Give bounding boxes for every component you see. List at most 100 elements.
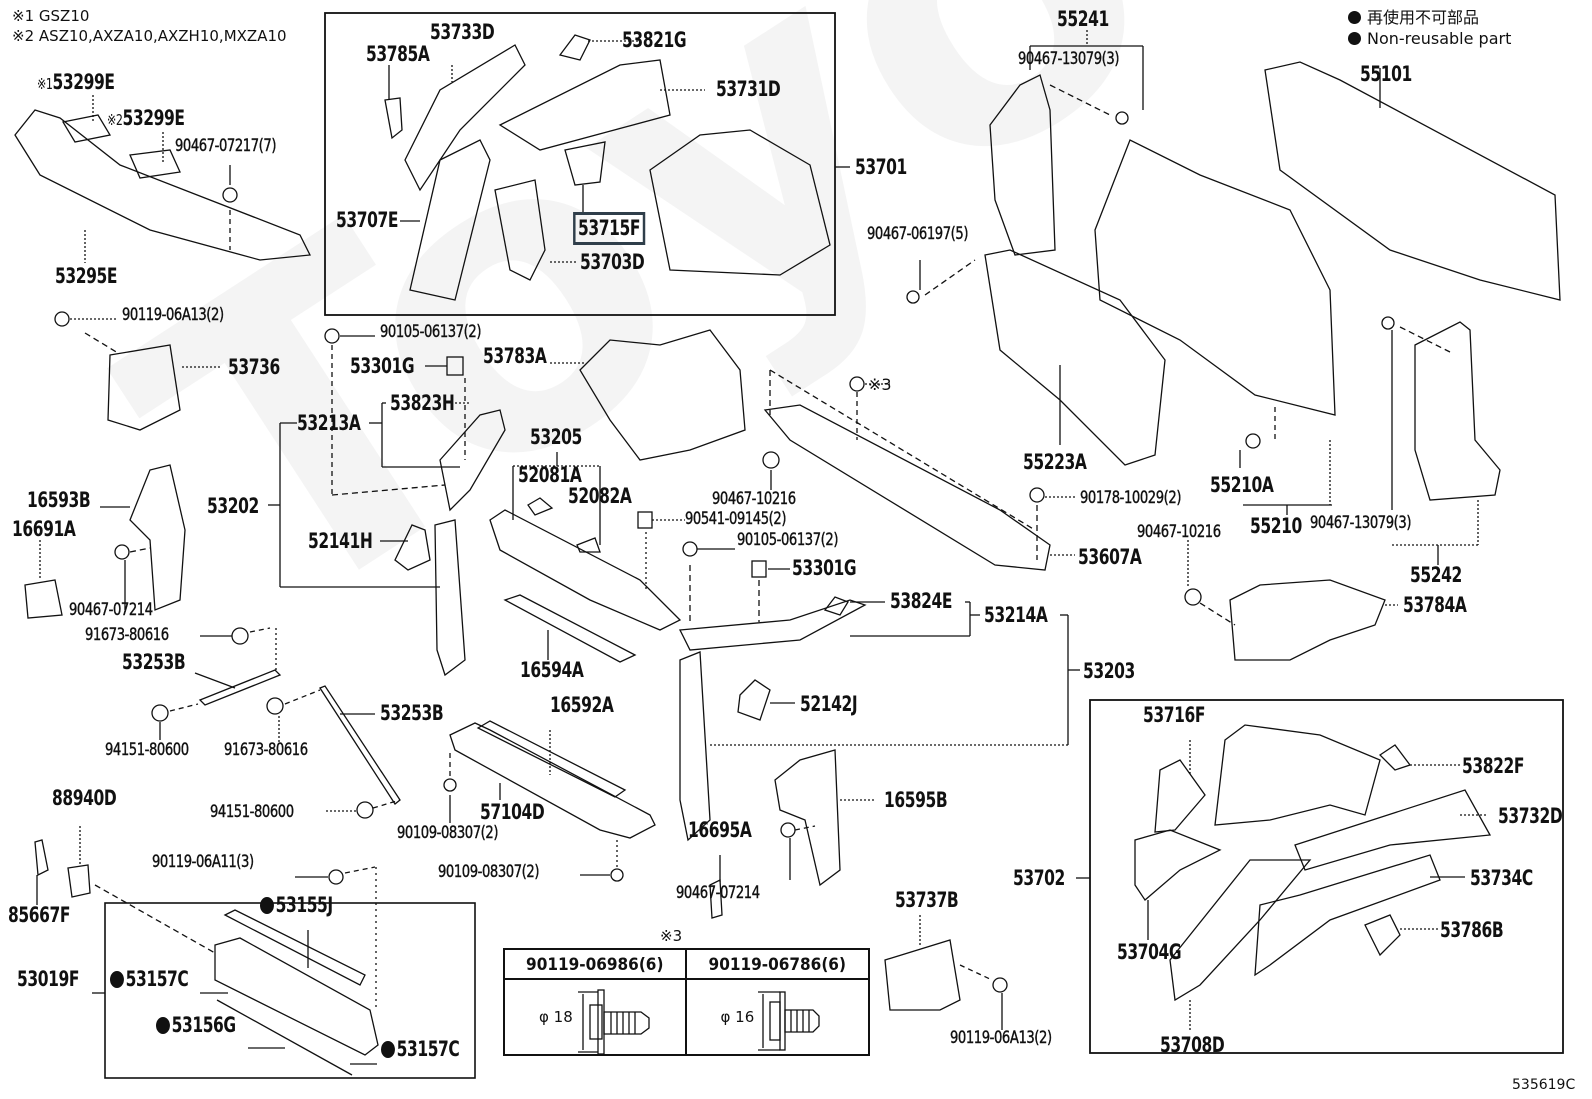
part-label-53702[interactable]: 53702 [1013, 866, 1065, 890]
part-label-53253B-a[interactable]: 53253B [122, 650, 186, 674]
part-label-94151-80600-a[interactable]: 94151-80600 [105, 740, 189, 760]
part-label-16593B[interactable]: 16593B [27, 488, 91, 512]
part-label-52081A[interactable]: 52081A [518, 463, 582, 487]
part-label-53157C-b[interactable]: 53157C [381, 1037, 460, 1061]
part-label-53783A[interactable]: 53783A [483, 344, 547, 368]
part-label-53253B-b[interactable]: 53253B [380, 701, 444, 725]
part-52081A-shape [527, 497, 554, 516]
part-label-90467-13079-right[interactable]: 90467-13079(3) [1310, 513, 1412, 533]
part-label-53731D[interactable]: 53731D [716, 77, 781, 101]
part-label-90541-09145[interactable]: 90541-09145(2) [685, 509, 787, 529]
part-label-94151-80600-b[interactable]: 94151-80600 [210, 802, 294, 822]
part-label-91673-80616-a[interactable]: 91673-80616 [85, 625, 169, 645]
part-label-90109-08307-b[interactable]: 90109-08307(2) [438, 862, 540, 882]
part-label-53733D[interactable]: 53733D [430, 20, 495, 44]
part-label-90105-06137-mid[interactable]: 90105-06137(2) [737, 530, 839, 550]
part-label-90119-06A11[interactable]: 90119-06A11(3) [152, 852, 254, 872]
part-label-53824E[interactable]: 53824E [890, 589, 953, 613]
part-label-53707E[interactable]: 53707E [336, 208, 399, 232]
part-label-53299E-2[interactable]: ※253299E [107, 108, 185, 129]
part-label-53157C-a[interactable]: 53157C [110, 967, 189, 991]
part-label-55210[interactable]: 55210 [1250, 514, 1302, 538]
part-55223A-shape [984, 249, 1166, 466]
part-label-90467-06197[interactable]: 90467-06197(5) [867, 224, 969, 244]
part-label-16695A[interactable]: 16695A [688, 818, 752, 842]
part-label-53607A[interactable]: 53607A [1078, 545, 1142, 569]
part-label-55242[interactable]: 55242 [1410, 563, 1462, 587]
part-label-53785A[interactable]: 53785A [366, 42, 430, 66]
part-label-90178-10029[interactable]: 90178-10029(2) [1080, 488, 1182, 508]
part-label-55210A[interactable]: 55210A [1210, 473, 1274, 497]
part-label-53786B[interactable]: 53786B [1440, 918, 1504, 942]
part-label-53019F[interactable]: 53019F [17, 967, 80, 991]
part-label-53704G[interactable]: 53704G [1117, 940, 1182, 964]
part-label-52082A[interactable]: 52082A [568, 484, 632, 508]
part-label-90105-06137-top[interactable]: 90105-06137(2) [380, 322, 482, 342]
part-16594A-shape [503, 594, 637, 663]
part-label-57104D[interactable]: 57104D [480, 800, 545, 824]
part-label-90467-10216-right[interactable]: 90467-10216 [1137, 522, 1221, 542]
fastener-part-number[interactable]: 90119-06986(6) [505, 950, 687, 980]
part-label-16595B[interactable]: 16595B [884, 788, 948, 812]
fastener-part-number[interactable]: 90119-06786(6) [686, 950, 868, 980]
part-label-55223A[interactable]: 55223A [1023, 450, 1087, 474]
part-label-53156G[interactable]: 53156G [156, 1015, 236, 1036]
fastener-cell-16: φ 16 [687, 980, 869, 1054]
part-label-53784A[interactable]: 53784A [1403, 593, 1467, 617]
part-number: 53157C [396, 1037, 460, 1061]
part-label-53155J[interactable]: 53155J [260, 895, 333, 916]
part-label-53295E[interactable]: 53295E [55, 264, 118, 288]
part-label-91673-80616-b[interactable]: 91673-80616 [224, 740, 308, 760]
part-label-53701[interactable]: 53701 [855, 155, 907, 179]
part-label-53732D[interactable]: 53732D [1498, 804, 1563, 828]
part-label-53716F[interactable]: 53716F [1143, 703, 1206, 727]
non-reusable-dot-icon [1348, 11, 1361, 24]
part-53731D-shape [498, 59, 671, 151]
part-label-53734C[interactable]: 53734C [1470, 866, 1533, 890]
part-label-52142J[interactable]: 52142J [800, 692, 858, 716]
part-label-90119-06A13-bottom[interactable]: 90119-06A13(2) [950, 1028, 1052, 1048]
part-label-90109-08307-a[interactable]: 90109-08307(2) [397, 823, 499, 843]
part-53715F-shape [564, 141, 606, 186]
part-label-55101[interactable]: 55101 [1360, 62, 1412, 86]
part-label-90119-06A13-top[interactable]: 90119-06A13(2) [122, 305, 224, 325]
part-label-90467-07214-left[interactable]: 90467-07214 [69, 600, 153, 620]
non-reusable-dot-icon [260, 897, 274, 914]
part-label-53703D[interactable]: 53703D [580, 250, 645, 274]
part-53214A-shape [678, 599, 867, 651]
part-label-53299E-1[interactable]: ※153299E [37, 72, 115, 93]
part-label-53301G-top[interactable]: 53301G [350, 354, 415, 378]
part-label-88940D[interactable]: 88940D [52, 786, 117, 810]
part-53704G-shape [1134, 829, 1222, 901]
part-label-53715F-highlighted[interactable]: 53715F [573, 212, 645, 245]
part-label-53203[interactable]: 53203 [1083, 659, 1135, 683]
part-label-53213A[interactable]: 53213A [297, 411, 361, 435]
part-label-90467-07214-mid[interactable]: 90467-07214 [676, 883, 760, 903]
part-label-53708D[interactable]: 53708D [1160, 1033, 1225, 1057]
part-55101-shape [1264, 61, 1561, 301]
part-label-90467-13079-top[interactable]: 90467-13079(3) [1018, 49, 1120, 69]
part-label-53301G-mid[interactable]: 53301G [792, 556, 857, 580]
part-label-53202[interactable]: 53202 [207, 494, 259, 518]
part-label-90467-10216-mid[interactable]: 90467-10216 [712, 489, 796, 509]
part-number: 53157C [125, 967, 189, 991]
part-label-53821G[interactable]: 53821G [622, 28, 687, 52]
part-label-53205[interactable]: 53205 [530, 425, 582, 449]
part-55210-shape [1094, 139, 1336, 416]
part-label-53214A[interactable]: 53214A [984, 603, 1048, 627]
part-53253B-a-shape [198, 669, 282, 706]
part-label-53822F[interactable]: 53822F [1462, 754, 1525, 778]
part-label-85667F[interactable]: 85667F [8, 903, 71, 927]
part-label-52141H[interactable]: 52141H [308, 529, 373, 553]
part-53822F-shape [1378, 744, 1412, 771]
part-label-16691A[interactable]: 16691A [12, 517, 76, 541]
part-label-53737B[interactable]: 53737B [895, 888, 959, 912]
part-label-55241[interactable]: 55241 [1057, 7, 1109, 31]
part-label-16594A[interactable]: 16594A [520, 658, 584, 682]
part-label-90467-07217[interactable]: 90467-07217(7) [175, 136, 277, 156]
part-label-53823H[interactable]: 53823H [390, 391, 455, 415]
part-label-53736[interactable]: 53736 [228, 355, 280, 379]
part-55242-shape [1414, 321, 1501, 501]
part-label-16592A[interactable]: 16592A [550, 693, 614, 717]
